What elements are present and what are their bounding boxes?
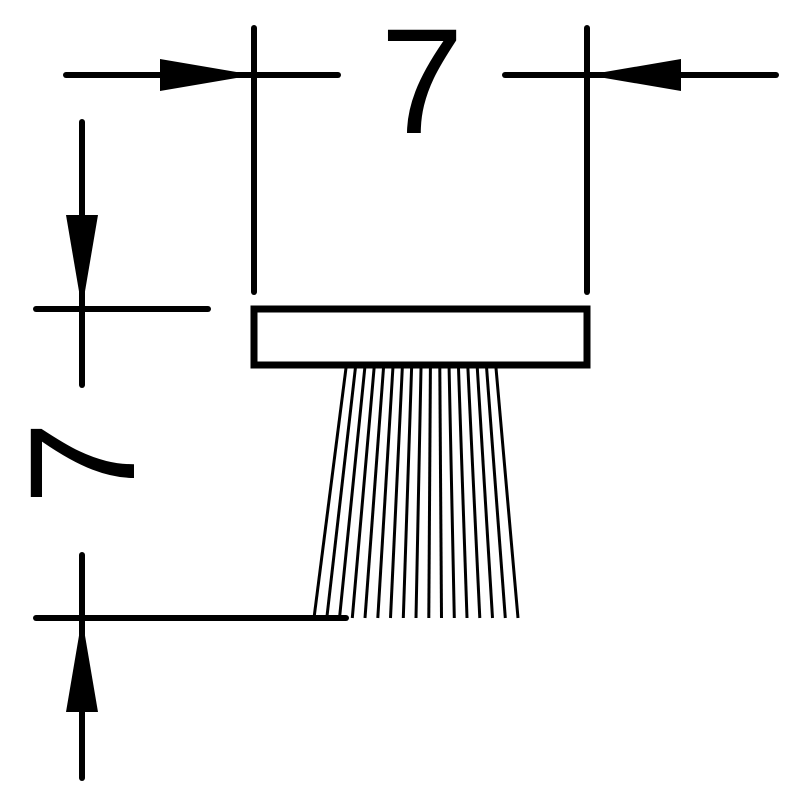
- height-arrowhead-top: [66, 215, 98, 309]
- height-dimension-label: 7: [0, 421, 166, 504]
- brush-bristle: [457, 367, 469, 619]
- width-arrowhead-left: [160, 59, 254, 91]
- brush-bristle: [485, 367, 507, 619]
- brush-backing-strip: [250, 305, 591, 369]
- brush-bristle: [363, 367, 385, 619]
- brush-bristle: [447, 367, 456, 619]
- brush-bristle: [427, 367, 432, 619]
- strip-brush-profile: [250, 305, 591, 619]
- brush-bristle: [338, 367, 367, 619]
- brush-bristle: [414, 367, 423, 619]
- brush-bristle: [389, 367, 404, 619]
- brush-bristle: [325, 367, 357, 619]
- brush-bristle: [350, 367, 376, 619]
- brush-bristle: [466, 367, 482, 619]
- brush-bristle: [494, 367, 520, 619]
- brush-bristle: [376, 367, 395, 619]
- brush-bristle: [438, 367, 443, 619]
- height-dimension: 7: [0, 119, 349, 781]
- brush-bristle: [475, 367, 494, 619]
- width-dimension-label: 7: [380, 0, 463, 165]
- brush-bristle: [312, 367, 348, 619]
- height-arrowhead-bottom: [66, 618, 98, 712]
- brush-bristle: [401, 367, 414, 619]
- width-arrowhead-right: [587, 59, 681, 91]
- width-dimension: 7: [63, 0, 779, 295]
- brush-bristles: [312, 367, 520, 619]
